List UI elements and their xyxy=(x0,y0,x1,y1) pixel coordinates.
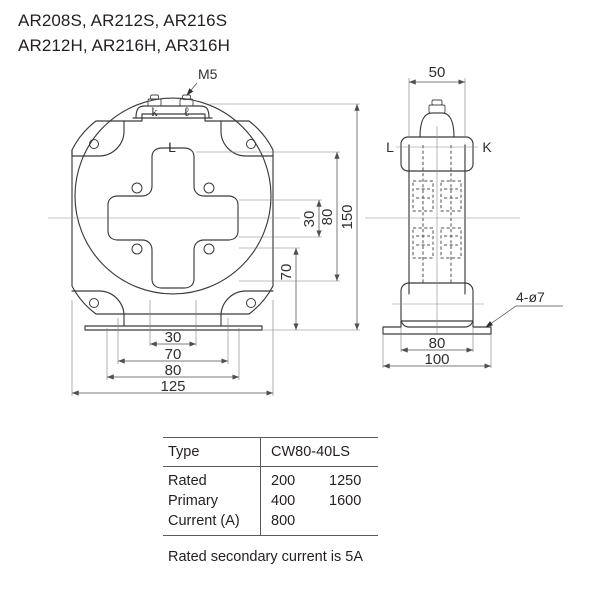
dim-label-150: 150 xyxy=(339,204,356,229)
front-view: k ℓ M5 xyxy=(48,66,360,396)
hole-callout-label: 4-ø7 xyxy=(516,289,545,305)
corner-tab-top-right xyxy=(220,120,274,157)
table-cell-rated-label: Rated Primary Current (A) xyxy=(163,466,261,536)
side-view: L K 50 4-ø7 80 100 xyxy=(365,64,563,369)
current-value: 200 xyxy=(271,473,296,489)
footnote-text: Rated secondary current is 5A xyxy=(168,549,364,565)
corner-tab-top-left xyxy=(71,120,125,157)
terminal-stud-l xyxy=(179,94,194,107)
side-label-L: L xyxy=(386,139,394,155)
side-label-K: K xyxy=(482,139,492,155)
dim-label-base80: 80 xyxy=(429,335,446,352)
dim-label-50: 50 xyxy=(429,64,446,81)
dim-label-h80: 80 xyxy=(165,362,182,379)
dim-label-v30: 30 xyxy=(301,211,318,228)
table-cell-type-label: Type xyxy=(163,437,261,467)
corner-tab-bottom-left xyxy=(71,290,125,327)
corner-tab-bottom-right xyxy=(220,290,274,327)
terminal-block xyxy=(135,105,210,119)
current-value: 1250 xyxy=(329,473,362,489)
title-line-2: AR212H, AR216H, AR316H xyxy=(18,36,230,55)
dim-label-h30: 30 xyxy=(165,329,182,346)
table-row-type: Type CW80-40LS xyxy=(163,437,378,467)
dim-label-h125: 125 xyxy=(160,378,185,395)
front-body-label-L: L xyxy=(168,139,176,155)
table-cell-current-values: 200 400 800 1250 1600 xyxy=(260,466,378,536)
title-block: AR208S, AR212S, AR216S AR212H, AR216H, A… xyxy=(18,8,438,58)
m5-callout-label: M5 xyxy=(198,66,218,82)
current-column-2: 1250 1600 xyxy=(329,471,361,531)
front-hole-lower-left xyxy=(131,243,143,255)
table-row-rated-current: Rated Primary Current (A) 200 400 800 xyxy=(163,466,378,536)
hole-callout-leader xyxy=(485,305,563,328)
current-value: 800 xyxy=(271,513,296,529)
dim-label-v70: 70 xyxy=(278,264,295,281)
side-terminal-stud xyxy=(428,104,446,114)
dim-label-v80: 80 xyxy=(319,209,336,226)
current-value: 400 xyxy=(271,493,296,509)
rated-label-line-3: Current (A) xyxy=(168,513,240,529)
rated-label-line-1: Rated xyxy=(168,473,207,489)
front-core-circle xyxy=(74,97,272,295)
current-column-1: 200 400 800 xyxy=(271,471,329,531)
cross-window-aperture xyxy=(107,147,239,289)
m5-leader-line xyxy=(186,82,198,96)
terminal-label-l: ℓ xyxy=(183,104,189,119)
table-cell-type-value: CW80-40LS xyxy=(260,437,378,467)
front-body-outline xyxy=(71,113,274,315)
dim-label-base100: 100 xyxy=(424,351,449,368)
specification-table: Type CW80-40LS Rated Primary Current (A)… xyxy=(163,437,378,544)
table-bottom-rule xyxy=(163,535,378,544)
terminal-stud-k xyxy=(147,94,162,107)
front-base-plate xyxy=(84,325,263,331)
dim-label-h70: 70 xyxy=(165,346,182,363)
side-terminal-stud-top xyxy=(431,99,443,106)
front-hole-upper-right xyxy=(203,182,215,194)
rated-label-line-2: Primary xyxy=(168,493,218,509)
title-line-1: AR208S, AR212S, AR216S xyxy=(18,11,228,30)
side-hidden-core-detail xyxy=(412,145,462,283)
terminal-label-k: k xyxy=(151,104,158,119)
current-value: 1600 xyxy=(329,493,362,509)
front-hole-upper-left xyxy=(131,182,143,194)
front-hole-lower-right xyxy=(203,243,215,255)
